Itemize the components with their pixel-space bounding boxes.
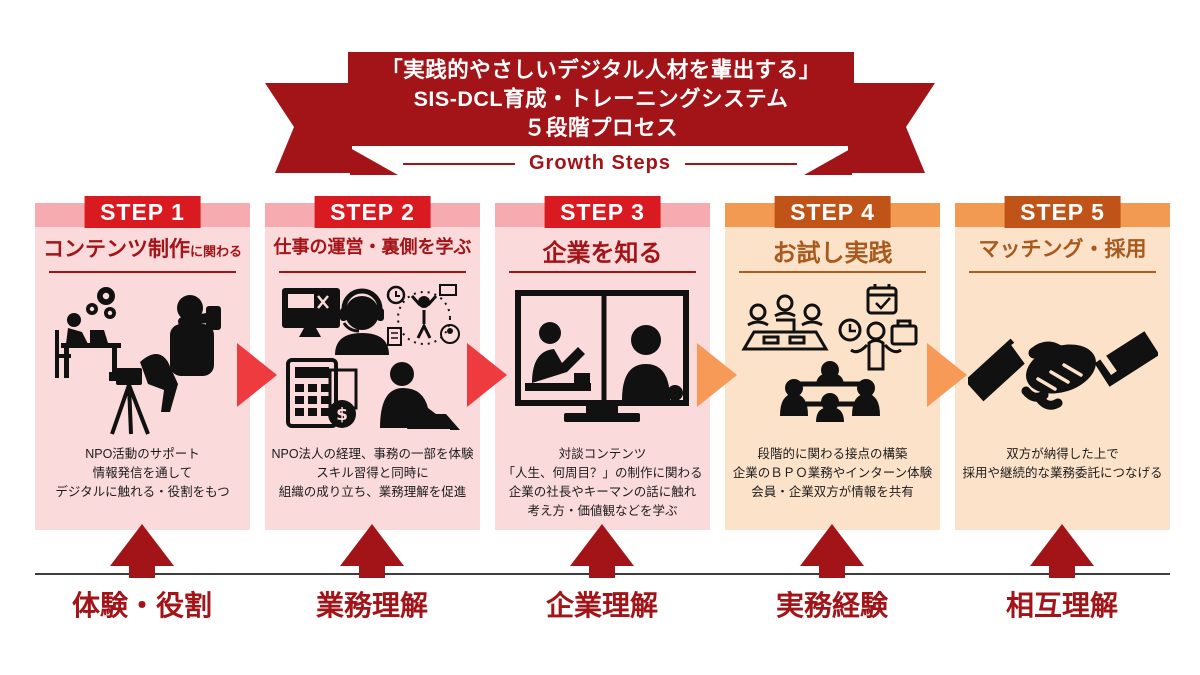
desc-line: 双方が納得した上で bbox=[1006, 447, 1119, 461]
step-3-badge: STEP 3 bbox=[544, 196, 661, 228]
up-arrow-step2 bbox=[340, 524, 404, 578]
desc-line: 組織の成り立ち、業務理解を促進 bbox=[278, 485, 467, 499]
step-5-description: 双方が納得した上で 採用や継続的な業務委託につなげる bbox=[955, 445, 1170, 483]
desc-line: 考え方・価値観などを学ぶ bbox=[527, 504, 678, 518]
bottom-label-step1: 体験・役割 bbox=[71, 590, 212, 621]
desc-line: 段階的に関わる接点の構築 bbox=[757, 447, 908, 461]
step-3-description: 対談コンテンツ 「人生、何周目？」の制作に関わる 企業の社長やキーマンの話に触れ… bbox=[495, 445, 710, 521]
handshake-icon bbox=[967, 331, 1158, 410]
step-4-icons bbox=[725, 281, 940, 443]
group-discussion-icon bbox=[779, 361, 880, 422]
laptop-worker-icon bbox=[379, 362, 460, 431]
skill-growth-icon bbox=[386, 284, 460, 346]
title-underline bbox=[739, 271, 926, 273]
desc-line: 会員・企業双方が情報を共有 bbox=[751, 485, 914, 499]
step-1-title-main: コンテンツ制作 bbox=[42, 238, 190, 261]
practice-icons bbox=[740, 284, 917, 422]
title-underline bbox=[279, 271, 466, 273]
svg-text:$: $ bbox=[336, 405, 348, 425]
schedule-shrug-icon bbox=[838, 284, 917, 371]
video-edit-monitor-icon bbox=[281, 288, 340, 337]
step-1-title-suffix: に関わる bbox=[189, 244, 242, 259]
step-2-title: 仕事の運営・裏側を学ぶ bbox=[265, 233, 480, 259]
arrow-step4-to-step5 bbox=[927, 343, 967, 407]
desc-line: デジタルに触れる・役割をもつ bbox=[55, 485, 230, 499]
step-card-2: STEP 2 仕事の運営・裏側を学ぶ bbox=[265, 196, 480, 530]
gears-icon bbox=[85, 287, 116, 319]
growth-steps-label: Growth Steps bbox=[528, 152, 671, 174]
step-1-badge: STEP 1 bbox=[84, 196, 201, 228]
desc-line: スキル習得と同時に bbox=[316, 466, 429, 480]
ribbon-banner-shape bbox=[265, 83, 935, 175]
desk-worker-gears-icon bbox=[54, 313, 121, 378]
step-5-badge: STEP 5 bbox=[1004, 196, 1121, 228]
desc-line: 「人生、何周目？」の制作に関わる bbox=[502, 466, 703, 480]
up-arrow-step1 bbox=[110, 524, 174, 578]
step-card-1: STEP 1 コンテンツ制作に関わる bbox=[35, 196, 250, 530]
up-arrow-step3 bbox=[570, 524, 634, 578]
operations-icons: $ bbox=[281, 284, 460, 431]
banner-title-box: 「実践的やさしいデジタル人材を輩出する」 SIS-DCL育成・トレーニングシステ… bbox=[348, 52, 854, 146]
up-arrow-step5 bbox=[1030, 524, 1094, 578]
title-underline bbox=[49, 271, 236, 273]
desc-line: NPO法人の経理、事務の一部を体験 bbox=[271, 447, 474, 461]
arrow-step1-to-step2 bbox=[237, 343, 277, 407]
step-3-icons bbox=[495, 281, 710, 443]
bottom-label-step5: 相互理解 bbox=[1005, 590, 1118, 621]
step-card-5: STEP 5 マッチング・採用 双方が納得した上で 採用や継続的な業務委託につな… bbox=[955, 196, 1170, 530]
meeting-table-icon bbox=[740, 294, 829, 351]
step-3-title: 企業を知る bbox=[495, 233, 710, 268]
arrow-step2-to-step3 bbox=[467, 343, 507, 407]
step-4-title-main: お試し実践 bbox=[772, 240, 893, 267]
up-arrow-step4 bbox=[800, 524, 864, 578]
step-5-title-main: マッチング・採用 bbox=[978, 238, 1147, 261]
step-5-title: マッチング・採用 bbox=[955, 233, 1170, 263]
step-1-title: コンテンツ制作に関わる bbox=[35, 233, 250, 263]
tripod-camera-icon bbox=[108, 354, 178, 435]
smartphone-photo-icon bbox=[169, 295, 221, 376]
banner-title-line-2: SIS-DCL育成・トレーニングシステム bbox=[413, 86, 789, 111]
step-4-badge: STEP 4 bbox=[774, 196, 891, 228]
title-underline bbox=[969, 271, 1156, 273]
content-creation-icons bbox=[54, 287, 221, 435]
banner-title-line-3: ５段階プロセス bbox=[523, 115, 678, 140]
desc-line: 採用や継続的な業務委託につなげる bbox=[962, 466, 1163, 480]
bottom-label-step4: 実務経験 bbox=[775, 590, 888, 621]
step-2-badge: STEP 2 bbox=[314, 196, 431, 228]
card-body bbox=[265, 227, 480, 530]
desc-line: 企業の社長やキーマンの話に触れ bbox=[508, 485, 697, 499]
step-card-3: STEP 3 企業を知る bbox=[495, 196, 710, 530]
bottom-label-step3: 企業理解 bbox=[545, 590, 658, 621]
video-interview-monitor-icon bbox=[514, 289, 689, 422]
desc-line: 企業のＢＰＯ業務やインターン体験 bbox=[732, 466, 933, 480]
desc-line: 対談コンテンツ bbox=[558, 447, 647, 461]
step-card-4: STEP 4 お試し実践 bbox=[725, 196, 940, 530]
desc-line: 情報発信を通して bbox=[92, 466, 193, 480]
step-2-icons: $ bbox=[265, 281, 480, 443]
arrow-step3-to-step4 bbox=[697, 343, 737, 407]
step-1-icons bbox=[35, 281, 250, 443]
desc-line: NPO活動のサポート bbox=[85, 447, 200, 461]
growth-steps-caption: Growth Steps bbox=[0, 152, 1200, 175]
calculator-money-icon: $ bbox=[285, 358, 357, 428]
headset-operator-icon bbox=[334, 288, 389, 355]
banner-title-line-1: 「実践的やさしいデジタル人材を輩出する」 bbox=[381, 57, 821, 82]
step-4-description: 段階的に関わる接点の構築 企業のＢＰＯ業務やインターン体験 会員・企業双方が情報… bbox=[725, 445, 940, 502]
step-1-description: NPO活動のサポート 情報発信を通して デジタルに触れる・役割をもつ bbox=[35, 445, 250, 502]
step-5-icons bbox=[955, 281, 1170, 443]
step-2-title-main: 仕事の運営・裏側を学ぶ bbox=[273, 237, 472, 257]
step-2-description: NPO法人の経理、事務の一部を体験 スキル習得と同時に 組織の成り立ち、業務理解… bbox=[265, 445, 480, 502]
step-4-title: お試し実践 bbox=[725, 233, 940, 268]
title-underline bbox=[509, 271, 696, 273]
right-rule bbox=[685, 162, 797, 165]
step-3-title-main: 企業を知る bbox=[542, 240, 663, 267]
bottom-label-step2: 業務理解 bbox=[315, 590, 428, 621]
left-rule bbox=[402, 162, 515, 165]
card-body bbox=[35, 227, 250, 530]
